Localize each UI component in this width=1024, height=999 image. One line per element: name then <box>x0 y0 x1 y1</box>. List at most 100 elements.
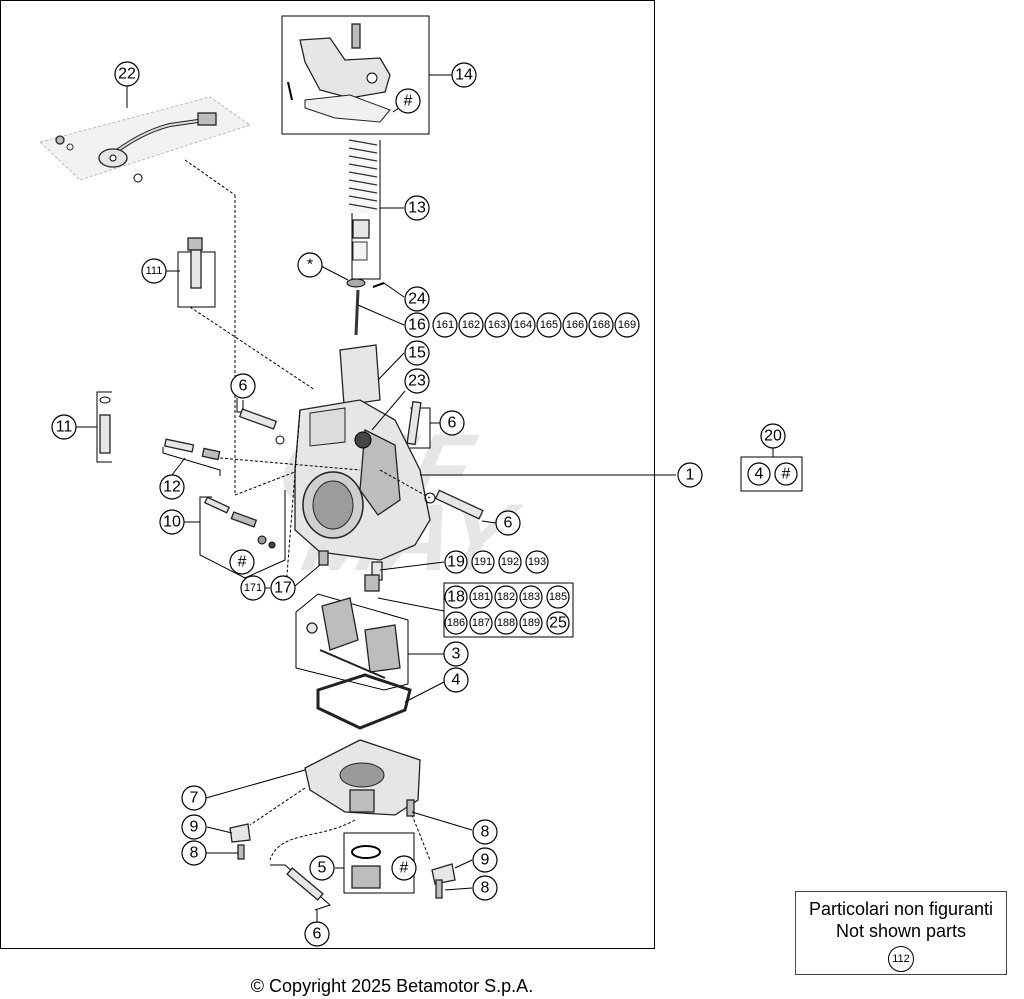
svg-text:11: 11 <box>56 419 73 436</box>
callout-6-right: 6 <box>439 410 465 436</box>
svg-text:#: # <box>404 93 413 110</box>
variant-183: 183 <box>519 585 543 609</box>
svg-text:6: 6 <box>448 415 457 432</box>
variant-168: 168 <box>588 312 614 338</box>
clamp-9b <box>431 863 456 899</box>
group-box-3 <box>295 593 409 691</box>
svg-text:9: 9 <box>481 852 490 869</box>
hose-6a <box>238 408 285 445</box>
svg-text:6: 6 <box>239 378 248 395</box>
callout-6-mid: 6 <box>495 510 521 536</box>
variant-group-20: 4 # <box>747 462 798 486</box>
callout-24: 24 <box>404 286 430 312</box>
svg-text:7: 7 <box>190 790 199 807</box>
variant-20-4: 4 <box>747 462 771 486</box>
svg-text:185: 185 <box>549 591 567 603</box>
variant-185: 185 <box>546 585 570 609</box>
variant-191: 191 <box>471 550 495 574</box>
variant-163: 163 <box>484 312 510 338</box>
callout-4: 4 <box>443 667 469 693</box>
hose-6d <box>286 867 324 901</box>
cable-assembly-22 <box>39 96 252 183</box>
hose-6b <box>406 400 422 446</box>
svg-text:15: 15 <box>408 345 426 362</box>
callout-7: 7 <box>181 785 207 811</box>
svg-text:1: 1 <box>686 467 695 484</box>
svg-text:166: 166 <box>566 319 584 331</box>
not-shown-title-en: Not shown parts <box>835 921 967 941</box>
svg-text:8: 8 <box>190 845 199 862</box>
svg-text:186: 186 <box>447 617 465 629</box>
callout-16: 16 <box>404 312 430 338</box>
svg-text:4: 4 <box>452 672 461 689</box>
float-3 <box>306 597 401 679</box>
callout-12: 12 <box>159 474 185 500</box>
not-shown-part-number: 112 <box>888 946 914 972</box>
callout-13: 13 <box>404 195 430 221</box>
svg-text:182: 182 <box>497 591 515 603</box>
air-screw-11 <box>99 396 111 454</box>
callout-9-right: 9 <box>472 847 498 873</box>
svg-text:4: 4 <box>755 466 764 483</box>
svg-text:8: 8 <box>481 824 490 841</box>
svg-text:*: * <box>307 257 313 274</box>
svg-text:22: 22 <box>118 66 136 83</box>
variant-161: 161 <box>432 312 458 338</box>
group-box-20 <box>740 456 803 492</box>
svg-text:171: 171 <box>244 582 262 594</box>
svg-text:168: 168 <box>592 319 610 331</box>
svg-text:3: 3 <box>452 646 461 663</box>
svg-text:12: 12 <box>163 479 181 496</box>
throttle-slide-15 <box>339 344 381 406</box>
svg-text:169: 169 <box>618 319 636 331</box>
callout-171: 171 <box>240 575 266 601</box>
svg-text:183: 183 <box>522 591 540 603</box>
pilot-jet-17 <box>318 550 329 566</box>
variant-192: 192 <box>498 550 522 574</box>
callout-hash-10: # <box>229 549 255 575</box>
svg-text:6: 6 <box>313 926 322 943</box>
svg-text:#: # <box>782 466 791 483</box>
variant-166: 166 <box>562 312 588 338</box>
callout-19: 19 <box>444 550 468 574</box>
svg-text:17: 17 <box>274 580 292 597</box>
svg-text:5: 5 <box>318 860 327 877</box>
svg-text:19: 19 <box>447 554 465 571</box>
svg-text:16: 16 <box>408 317 426 334</box>
svg-text:20: 20 <box>764 428 782 445</box>
float-bowl-gasket-4 <box>316 673 412 730</box>
variant-group-16: 161 162 163 164 165 166 168 169 <box>432 312 640 338</box>
svg-text:193: 193 <box>528 556 546 568</box>
svg-text:#: # <box>400 860 409 877</box>
not-shown-parts-box: Particolari non figuranti Not shown part… <box>795 891 1007 975</box>
callout-10: 10 <box>159 509 185 535</box>
callout-18: 18 <box>444 585 468 609</box>
variant-189: 189 <box>519 611 543 635</box>
main-jets-18-19 <box>364 561 383 592</box>
svg-text:9: 9 <box>190 819 199 836</box>
svg-text:165: 165 <box>540 319 558 331</box>
svg-text:13: 13 <box>408 200 426 217</box>
jet-needle-16 <box>354 289 360 336</box>
callout-8-right-top: 8 <box>472 819 498 845</box>
svg-text:111: 111 <box>146 265 163 277</box>
svg-text:162: 162 <box>462 319 480 331</box>
svg-text:187: 187 <box>472 617 490 629</box>
callout-9-left: 9 <box>181 814 207 840</box>
group-box-18 <box>443 582 574 638</box>
variant-165: 165 <box>536 312 562 338</box>
svg-text:10: 10 <box>163 514 181 531</box>
variant-20-hash: # <box>774 462 798 486</box>
variant-182: 182 <box>494 585 518 609</box>
svg-text:192: 192 <box>501 556 519 568</box>
variant-group-19: 191 192 193 <box>471 550 549 574</box>
variant-188: 188 <box>494 611 518 635</box>
callout-5: 5 <box>309 855 335 881</box>
variant-181: 181 <box>469 585 493 609</box>
svg-text:6: 6 <box>504 515 513 532</box>
callout-25: 25 <box>546 611 570 635</box>
variant-162: 162 <box>458 312 484 338</box>
callout-star: * <box>297 252 323 278</box>
svg-text:161: 161 <box>436 319 454 331</box>
